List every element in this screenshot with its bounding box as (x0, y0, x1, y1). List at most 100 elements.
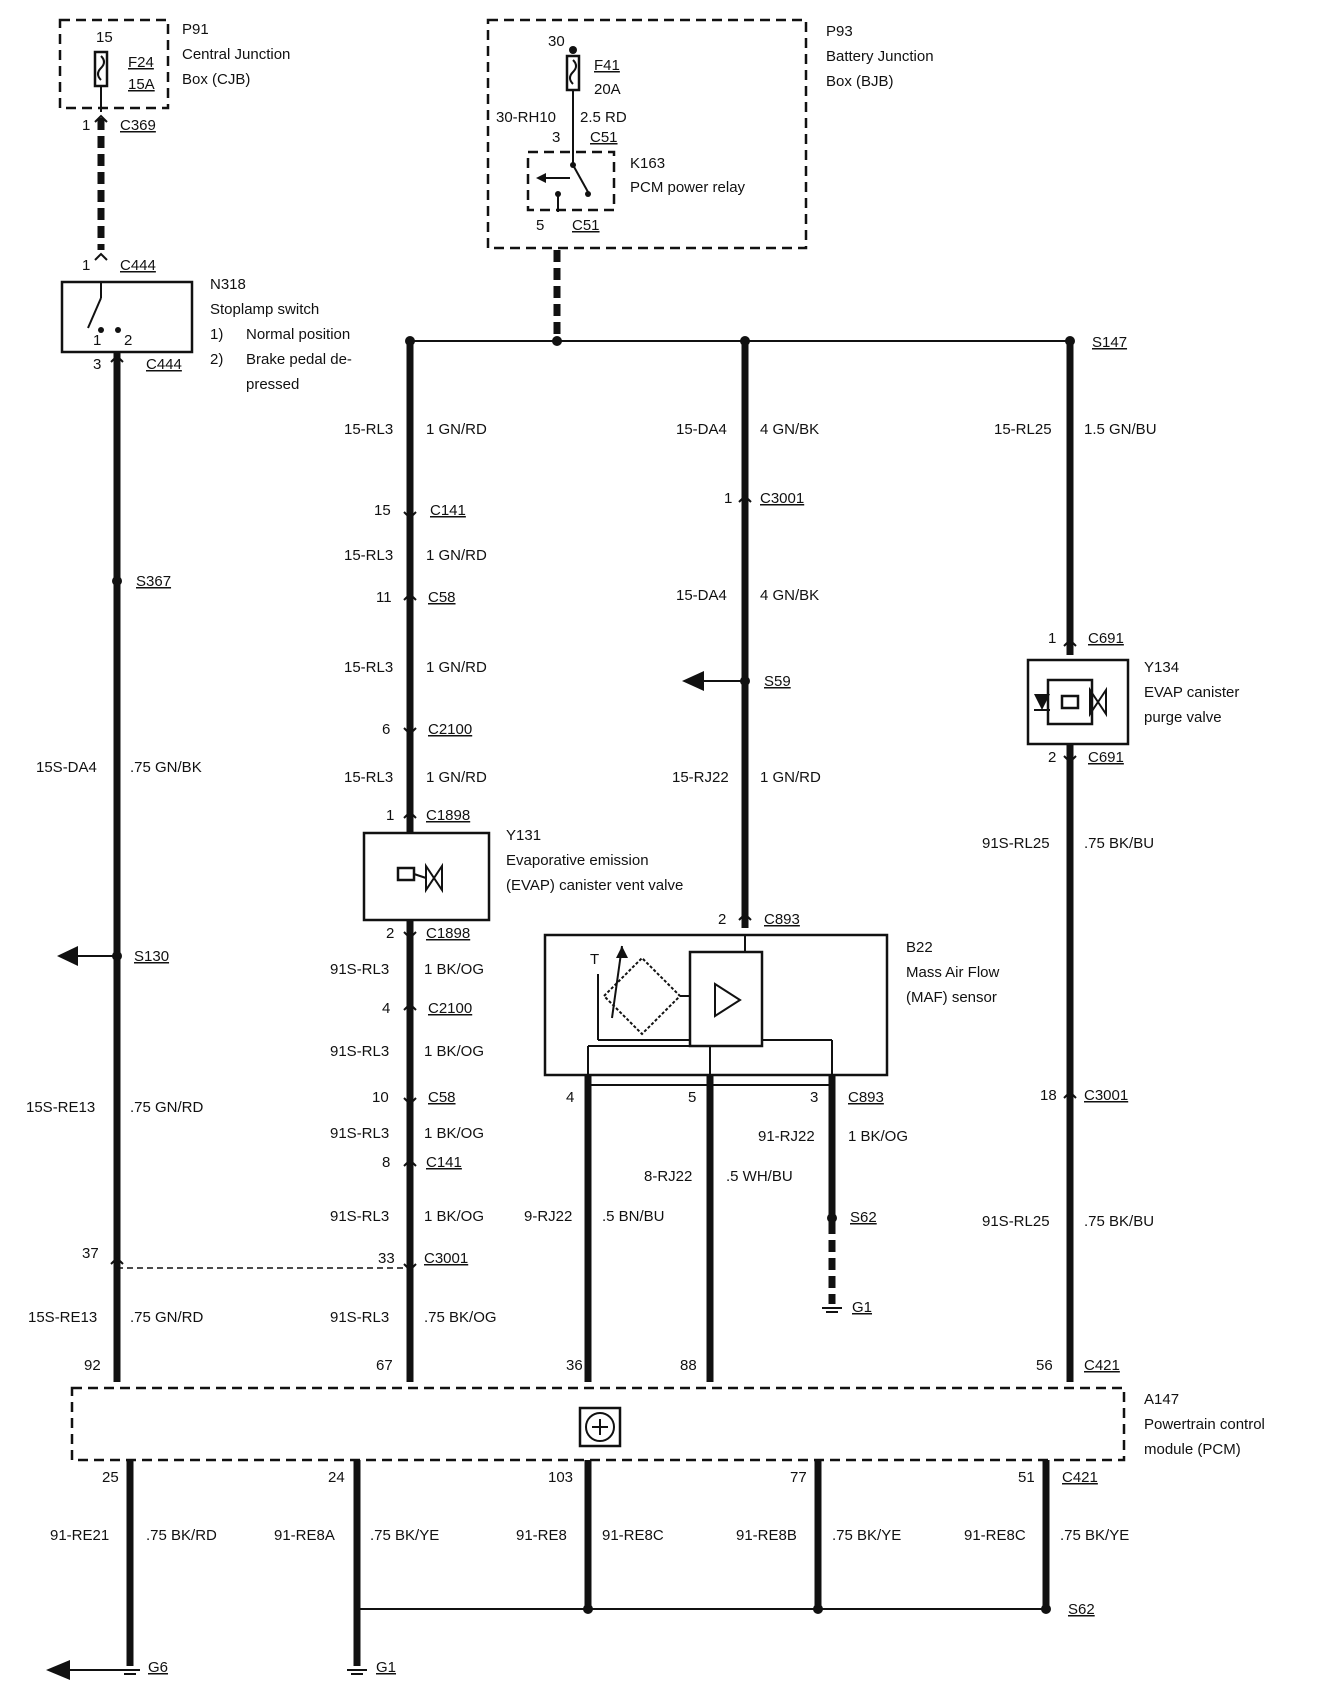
svg-text:1.5 GN/BU: 1.5 GN/BU (1084, 421, 1157, 438)
svg-text:G6: G6 (148, 1659, 168, 1676)
svg-text:Central Junction: Central Junction (182, 46, 290, 63)
svg-text:.5 WH/BU: .5 WH/BU (726, 1168, 793, 1185)
svg-text:1: 1 (82, 257, 90, 274)
relay-arrow-icon (536, 173, 546, 183)
valve-icon (425, 862, 443, 894)
svg-text:91S-RL25: 91S-RL25 (982, 1213, 1050, 1230)
svg-text:91S-RL3: 91S-RL3 (330, 1309, 389, 1326)
svg-text:15-RL25: 15-RL25 (994, 421, 1052, 438)
svg-text:20A: 20A (594, 81, 621, 98)
svg-text:.75 BK/YE: .75 BK/YE (1060, 1527, 1129, 1544)
svg-text:88: 88 (680, 1357, 697, 1374)
svg-text:91S-RL3: 91S-RL3 (330, 1208, 389, 1225)
svg-text:S62: S62 (850, 1209, 877, 1226)
svg-text:1): 1) (210, 326, 223, 343)
svg-text:91-RE8: 91-RE8 (516, 1527, 567, 1544)
svg-text:A147: A147 (1144, 1391, 1179, 1408)
svg-text:91-RE8C: 91-RE8C (964, 1527, 1026, 1544)
svg-text:8-RJ22: 8-RJ22 (644, 1168, 692, 1185)
svg-text:.75 BK/BU: .75 BK/BU (1084, 1213, 1154, 1230)
svg-text:15S-DA4: 15S-DA4 (36, 759, 97, 776)
svg-text:G1: G1 (376, 1659, 396, 1676)
arrow-left-icon (57, 946, 78, 966)
svg-text:3: 3 (93, 356, 101, 373)
svg-text:15-RJ22: 15-RJ22 (672, 769, 729, 786)
svg-text:C51: C51 (590, 129, 618, 146)
svg-text:33: 33 (378, 1250, 395, 1267)
svg-text:C51: C51 (572, 217, 600, 234)
svg-text:4 GN/BK: 4 GN/BK (760, 421, 819, 438)
svg-text:1 BK/OG: 1 BK/OG (848, 1128, 908, 1145)
svg-text:91-RE21: 91-RE21 (50, 1527, 109, 1544)
svg-text:2: 2 (386, 925, 394, 942)
svg-text:C444: C444 (120, 257, 156, 274)
k163-pcm-power-relay: K163 PCM power relay (526, 150, 746, 212)
svg-text:2: 2 (124, 332, 132, 349)
valve-icon (1089, 686, 1107, 718)
svg-text:C421: C421 (1062, 1469, 1098, 1486)
svg-text:24: 24 (328, 1469, 345, 1486)
svg-text:C444: C444 (146, 356, 182, 373)
svg-text:10: 10 (372, 1089, 389, 1106)
arrow-left-icon (682, 671, 704, 691)
svg-text:purge valve: purge valve (1144, 709, 1222, 726)
svg-text:P93: P93 (826, 23, 853, 40)
svg-text:15-RL3: 15-RL3 (344, 769, 393, 786)
svg-text:1 GN/RD: 1 GN/RD (426, 659, 487, 676)
svg-text:Mass Air Flow: Mass Air Flow (906, 964, 1000, 981)
svg-text:15S-RE13: 15S-RE13 (26, 1099, 95, 1116)
svg-text:15-RL3: 15-RL3 (344, 421, 393, 438)
svg-text:pressed: pressed (246, 376, 299, 393)
diode-icon (1034, 694, 1050, 710)
svg-text:S367: S367 (136, 573, 171, 590)
splice-s367 (112, 576, 122, 586)
svg-text:91S-RL3: 91S-RL3 (330, 1125, 389, 1142)
svg-text:2.5 RD: 2.5 RD (580, 109, 627, 126)
svg-text:15-RL3: 15-RL3 (344, 547, 393, 564)
svg-text:N318: N318 (210, 276, 246, 293)
svg-text:EVAP canister: EVAP canister (1144, 684, 1239, 701)
svg-text:91S-RL25: 91S-RL25 (982, 835, 1050, 852)
svg-text:C141: C141 (426, 1154, 462, 1171)
svg-text:.75 GN/RD: .75 GN/RD (130, 1309, 204, 1326)
svg-text:15: 15 (374, 502, 391, 519)
svg-text:30-RH10: 30-RH10 (496, 109, 556, 126)
svg-text:.75 BK/YE: .75 BK/YE (370, 1527, 439, 1544)
svg-text:Stoplamp switch: Stoplamp switch (210, 301, 319, 318)
svg-text:15-DA4: 15-DA4 (676, 421, 727, 438)
svg-text:67: 67 (376, 1357, 393, 1374)
svg-text:91-RE8B: 91-RE8B (736, 1527, 797, 1544)
svg-text:C421: C421 (1084, 1357, 1120, 1374)
svg-text:C893: C893 (848, 1089, 884, 1106)
svg-text:1 GN/RD: 1 GN/RD (426, 421, 487, 438)
svg-text:S130: S130 (134, 948, 169, 965)
svg-text:1 BK/OG: 1 BK/OG (424, 1043, 484, 1060)
a147-pcm: A147 Powertrain control module (PCM) (70, 1386, 1265, 1462)
svg-text:4 GN/BK: 4 GN/BK (760, 587, 819, 604)
svg-text:C141: C141 (430, 502, 466, 519)
svg-text:Powertrain control: Powertrain control (1144, 1416, 1265, 1433)
svg-text:.75 GN/RD: .75 GN/RD (130, 1099, 204, 1116)
svg-text:1: 1 (1048, 630, 1056, 647)
svg-text:C58: C58 (428, 589, 456, 606)
svg-text:1: 1 (724, 490, 732, 507)
svg-text:91S-RL3: 91S-RL3 (330, 1043, 389, 1060)
p91-junction-box: 15 F24 15A P91 Central Junction Box (CJB… (58, 18, 290, 110)
svg-text:C893: C893 (764, 911, 800, 928)
svg-text:6: 6 (382, 721, 390, 738)
splice-s62 (827, 1213, 837, 1223)
splice-s62 (1041, 1604, 1051, 1614)
svg-text:11: 11 (376, 589, 392, 606)
svg-text:77: 77 (790, 1469, 807, 1486)
svg-text:F41: F41 (594, 57, 620, 74)
amplifier-icon (714, 982, 742, 1018)
svg-text:1 BK/OG: 1 BK/OG (424, 1125, 484, 1142)
svg-text:91S-RL3: 91S-RL3 (330, 961, 389, 978)
switch-contact-icon (87, 297, 102, 329)
svg-text:.75 BK/OG: .75 BK/OG (424, 1309, 497, 1326)
svg-text:C369: C369 (120, 117, 156, 134)
p93-junction-box: 30 F41 20A P93 Battery Junction Box (BJB… (486, 18, 934, 250)
svg-text:1 GN/RD: 1 GN/RD (760, 769, 821, 786)
svg-text:Normal position: Normal position (246, 326, 350, 343)
svg-text:PCM power relay: PCM power relay (630, 179, 746, 196)
